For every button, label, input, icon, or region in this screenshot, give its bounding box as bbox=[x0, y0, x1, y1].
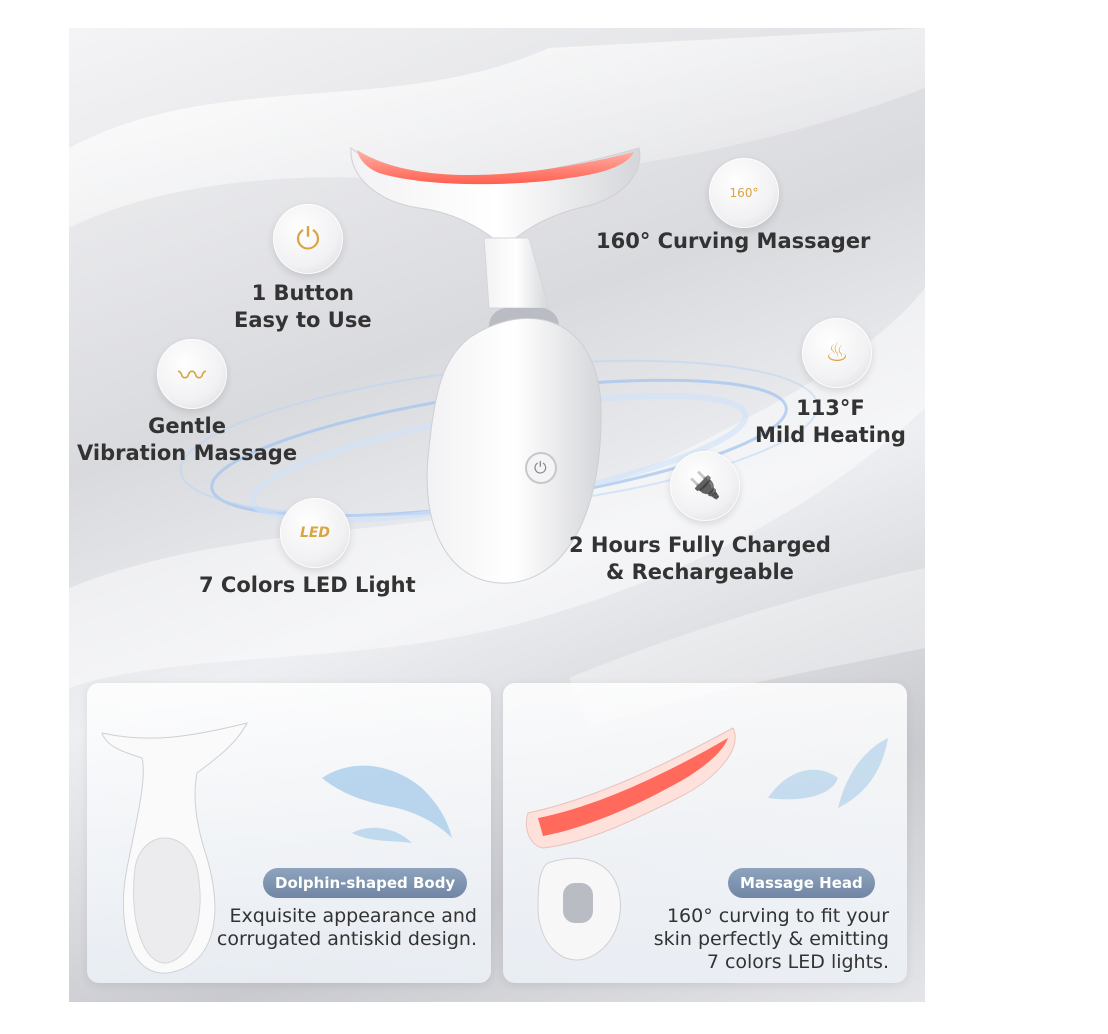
massage-head-desc: 160° curving to fit your skin perfectly … bbox=[654, 905, 889, 974]
feature-vibration-line2: Vibration Massage bbox=[77, 441, 298, 465]
device-power-icon: ⏻ bbox=[534, 458, 547, 477]
feature-charging-line1: 2 Hours Fully Charged bbox=[569, 533, 831, 557]
massage-head-badge: Massage Head bbox=[728, 868, 875, 898]
feature-one-button-line1: 1 Button bbox=[251, 281, 354, 305]
power-icon: ⏻ bbox=[273, 204, 343, 274]
water-splash-image bbox=[768, 738, 888, 808]
feature-one-button: 1 Button Easy to Use bbox=[234, 280, 372, 334]
device-head-image bbox=[525, 727, 736, 961]
feature-led-label: 7 Colors LED Light bbox=[199, 573, 416, 597]
device-side-image bbox=[101, 722, 248, 974]
feature-vibration: Gentle Vibration Massage bbox=[77, 413, 297, 467]
feature-charging: 2 Hours Fully Charged & Rechargeable bbox=[569, 532, 831, 586]
dolphin-image bbox=[322, 765, 452, 843]
dolphin-body-desc: Exquisite appearance and corrugated anti… bbox=[217, 905, 477, 951]
feature-curving: 160° Curving Massager bbox=[596, 228, 870, 255]
product-poster: ⏻ ⏻ 1 Button Easy to Use 〰 Gentle Vibrat… bbox=[69, 28, 925, 1002]
angle-icon-text: 160° bbox=[729, 186, 759, 200]
angle-icon: 160° bbox=[709, 158, 779, 228]
massage-head-desc-line2: skin perfectly & emitting bbox=[653, 928, 889, 950]
feature-led: 7 Colors LED Light bbox=[199, 572, 416, 599]
hand-wave-icon: 〰 bbox=[157, 339, 227, 409]
feature-curving-label: 160° Curving Massager bbox=[596, 229, 871, 253]
feature-heating-line1: 113°F bbox=[796, 396, 865, 420]
dolphin-body-desc-line1: Exquisite appearance and bbox=[229, 905, 477, 927]
led-icon: LED bbox=[280, 498, 350, 568]
neck-massager-device bbox=[350, 146, 641, 584]
dolphin-body-desc-line2: corrugated antiskid design. bbox=[216, 928, 477, 950]
panel-massage-head: Massage Head 160° curving to fit your sk… bbox=[503, 683, 907, 983]
feature-vibration-line1: Gentle bbox=[148, 414, 226, 438]
massage-head-desc-line3: 7 colors LED lights. bbox=[706, 951, 889, 973]
massage-head-desc-line1: 160° curving to fit your bbox=[666, 905, 889, 927]
feature-heating-line2: Mild Heating bbox=[755, 423, 906, 447]
led-icon-text: LED bbox=[299, 525, 331, 541]
plug-icon: 🔌 bbox=[670, 451, 740, 521]
heat-waves-icon: ♨ bbox=[802, 318, 872, 388]
feature-one-button-line2: Easy to Use bbox=[234, 308, 372, 332]
dolphin-body-badge: Dolphin-shaped Body bbox=[263, 868, 468, 898]
feature-charging-line2: & Rechargeable bbox=[606, 560, 794, 584]
feature-heating: 113°F Mild Heating bbox=[755, 395, 906, 449]
panel-dolphin-body: Dolphin-shaped Body Exquisite appearance… bbox=[87, 683, 491, 983]
